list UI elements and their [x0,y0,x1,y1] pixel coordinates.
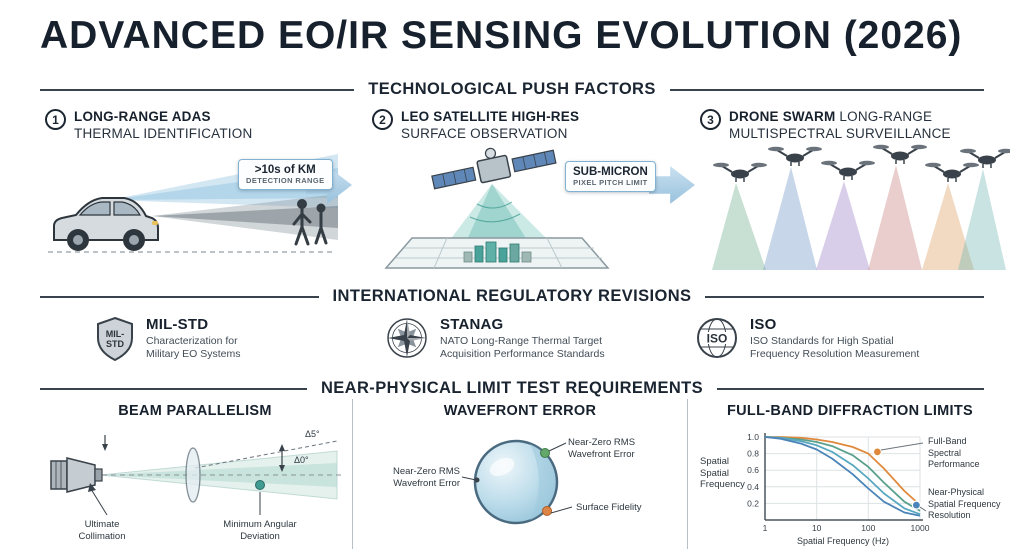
divider-line [705,295,985,298]
chart-grid [765,436,921,520]
divider-line [40,295,319,298]
nato-compass-icon [387,318,427,358]
divider-line [669,88,984,91]
svg-text:100: 100 [861,523,875,533]
car-icon [53,197,159,251]
divider-line [40,88,355,91]
detection-range-badge: >10s of KM DETECTION RANGE [238,159,333,190]
page-title: ADVANCED EO/IR SENSING EVOLUTION (2026) [40,14,963,57]
drone-icon [712,161,768,183]
pedestrians-icon [292,199,328,246]
push-item-3-subtitle: LONG-RANGE MULTISPECTRAL SURVEILLANCE [729,109,951,141]
near-physical-callout-label: Near-Physical Spatial Frequency Resoluti… [928,487,1001,520]
svg-text:0.6: 0.6 [747,465,759,475]
push-item-1-title: LONG-RANGE ADAS [74,109,211,124]
panel-title-diffraction-limits: FULL-BAND DIFFRACTION LIMITS [727,403,973,419]
badge-caption: DETECTION RANGE [246,176,325,185]
svg-text:0.4: 0.4 [747,482,759,492]
panel-title-beam-parallelism: BEAM PARALLELISM [118,403,272,419]
ultimate-collimation-label: Ultimate Collimation [78,519,126,542]
number-badge-1: 1 [45,109,66,130]
satellite-illustration [384,147,610,269]
surface-fidelity-label: Surface Fidelity [576,502,642,513]
regulatory-desc: Characterization for Military EO Systems [146,335,241,360]
section-header-push-factors: TECHNOLOGICAL PUSH FACTORS [40,80,984,99]
svg-text:STD: STD [106,339,125,349]
lens-icon [473,439,559,525]
number-badge-2: 2 [372,109,393,130]
delta-0-label: Δ0° [294,455,309,465]
push-item-2-header: 2 LEO SATELLITE HIGH-RES SURFACE OBSERVA… [372,108,642,142]
regulatory-name: ISO [750,316,777,333]
regulatory-desc: ISO Standards for High Spatial Frequency… [750,335,920,360]
chart-series-group [764,436,921,517]
chart-ylabel: Spatial Spatial Frequency [700,456,745,490]
svg-text:ISO: ISO [707,332,728,346]
svg-text:0.2: 0.2 [747,498,759,508]
regulatory-name: STANAG [440,316,504,333]
regulatory-name: MIL-STD [146,316,209,333]
wavefront-error-illustration [461,439,573,525]
section-header-limits: NEAR-PHYSICAL LIMIT TEST REQUIREMENTS [40,379,985,398]
collimator-icon [50,457,103,493]
pixel-pitch-badge: SUB-MICRON PIXEL PITCH LIMIT [565,161,656,192]
map-icon [384,237,610,269]
push-item-2-title: LEO SATELLITE HIGH-RES [401,109,580,124]
badge-value: >10s of KM [254,164,316,176]
beam-parallelism-illustration [50,435,341,516]
drone-swarm-illustration [712,143,1010,270]
delta-5-label: Δ5° [305,429,320,439]
regulatory-item-iso: ISO ISO ISO Standards for High Spatial F… [695,316,932,361]
mil-std-shield-icon: MIL- STD [97,316,133,362]
svg-text:MIL-: MIL- [106,329,125,339]
drone-icon [820,159,876,181]
drone-icon [872,143,928,165]
push-item-2-subtitle: SURFACE OBSERVATION [401,126,568,141]
regulatory-item-mil-std: MIL- STD MIL-STD Characterization for Mi… [95,316,258,362]
push-item-3-header: 3 DRONE SWARM LONG-RANGE MULTISPECTRAL S… [700,108,985,142]
regulatory-item-stanag: STANAG NATO Long-Range Thermal Target Ac… [385,316,622,361]
drone-icon [924,161,980,183]
push-item-3-title: DRONE SWARM [729,109,836,124]
regulatory-desc: NATO Long-Range Thermal Target Acquisiti… [440,335,605,360]
svg-text:0.8: 0.8 [747,449,759,459]
push-item-1-subtitle: THERMAL IDENTIFICATION [74,126,253,141]
wavefront-top-right-label: Near-Zero RMS Wavefront Error [568,437,636,460]
section-title-limits: NEAR-PHYSICAL LIMIT TEST REQUIREMENTS [320,379,704,397]
svg-text:1: 1 [763,523,768,533]
divider-line [717,387,985,390]
panel-divider [352,399,353,549]
iso-globe-icon: ISO [697,318,737,358]
divider-line [40,387,307,390]
diffraction-limits-chart: 1.0 0.8 0.6 0.4 0.2 1 10 100 1000 Spatia… [747,432,930,546]
panel-title-wavefront-error: WAVEFRONT ERROR [443,403,597,419]
badge-value: SUB-MICRON [573,166,648,178]
svg-text:10: 10 [812,523,822,533]
badge-caption: PIXEL PITCH LIMIT [573,178,648,187]
section-header-regulatory: INTERNATIONAL REGULATORY REVISIONS [40,287,985,306]
drone-icon [767,145,823,167]
panel-divider [687,399,688,549]
wavefront-left-label: Near-Zero RMS Wavefront Error [392,466,460,489]
minimum-angular-deviation-label: Minimum Angular Deviation [223,519,297,542]
full-band-callout-label: Full-Band Spectral Performance [928,436,980,469]
svg-text:1.0: 1.0 [747,432,759,442]
svg-text:Spatial Frequency (Hz): Spatial Frequency (Hz) [797,536,889,546]
section-title-regulatory: INTERNATIONAL REGULATORY REVISIONS [332,287,692,305]
push-item-1-header: 1 LONG-RANGE ADAS THERMAL IDENTIFICATION [45,108,300,142]
svg-text:1000: 1000 [911,523,930,533]
flow-arrow-icon [649,166,695,204]
section-title-push-factors: TECHNOLOGICAL PUSH FACTORS [368,80,656,98]
satellite-icon [431,147,557,190]
number-badge-3: 3 [700,109,721,130]
